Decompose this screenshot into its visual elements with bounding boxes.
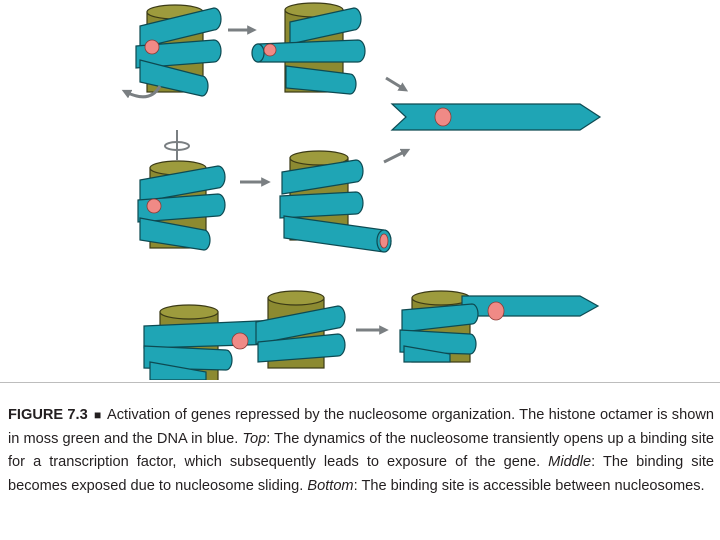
sliding-axis-icon	[164, 130, 190, 160]
caption-middle-text: : The binding site becomes exposed due t…	[8, 454, 714, 494]
arrow-top-2	[385, 76, 409, 92]
bottom-nucleosome-right	[255, 290, 346, 369]
caption-intro: Activation of genes repressed by the nuc…	[8, 407, 714, 447]
caption-bottom-text: : The binding site is accessible between…	[353, 477, 705, 494]
rotation-arrow-icon	[121, 85, 162, 99]
figure-caption: FIGURE 7.3 ■ Activation of genes repress…	[8, 404, 714, 498]
bottom-nucleosome-result	[399, 290, 600, 363]
caption-top-label: Top	[242, 430, 267, 447]
middle-nucleosome-closed	[137, 160, 226, 251]
nucleosome-diagram	[121, 2, 602, 380]
caption-top-text: : The dynamics of the nucleosome transie…	[8, 430, 714, 471]
caption-middle-label: Middle	[548, 454, 592, 471]
arrow-middle-2	[383, 148, 411, 164]
top-nucleosome-open	[251, 2, 366, 95]
caption-marker: ■	[94, 408, 102, 422]
exposed-gene	[390, 103, 602, 131]
figure-label: FIGURE 7.3	[8, 407, 88, 423]
top-nucleosome-closed	[135, 4, 222, 97]
middle-nucleosome-slid	[279, 150, 392, 253]
caption-divider	[0, 382, 720, 383]
caption-bottom-label: Bottom	[307, 477, 354, 494]
